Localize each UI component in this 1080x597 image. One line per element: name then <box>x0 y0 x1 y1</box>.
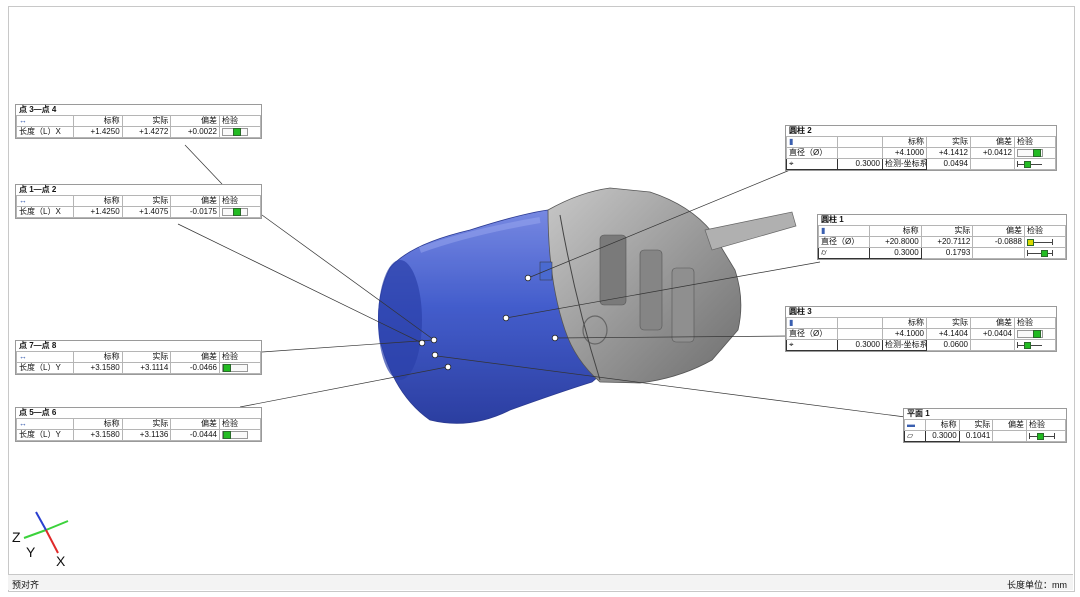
probe-point <box>444 363 452 371</box>
position-symbol: ⌖ <box>786 158 838 170</box>
probe-point <box>430 336 438 344</box>
probe-point <box>502 314 510 322</box>
tolerance-indicator <box>1017 160 1043 168</box>
table-row: 直径（Ø） +4.1000 +4.1404 +0.0404 <box>786 328 1056 340</box>
distance-icon: ↔ <box>19 352 27 362</box>
callout-cylinder-3[interactable]: 圆柱 3 ▮ 标称 实际 偏差 检验 直径（Ø） +4.1000 +4.1404… <box>785 306 1057 352</box>
status-alignment: 预对齐 <box>12 580 40 590</box>
callout-point5-point6[interactable]: 点 5—点 6 ↔ 标称 实际 偏差 检验 长度（L）Y +3.1580 +3.… <box>15 407 262 442</box>
check-indicator <box>1017 148 1043 157</box>
callout-title: 点 7—点 8 <box>19 341 57 350</box>
probe-point <box>551 334 559 342</box>
cylindricity-symbol: ⌭ <box>818 247 870 259</box>
check-indicator <box>222 363 248 372</box>
table-row: 直径（Ø） +20.8000 +20.7112 -0.0888 <box>818 236 1066 248</box>
probe-point <box>418 339 426 347</box>
callout-title: 点 5—点 6 <box>19 408 57 417</box>
distance-icon: ↔ <box>19 196 27 206</box>
probe-point <box>524 274 532 282</box>
callout-plane-1[interactable]: 平面 1 ▬ 标称 实际 偏差 检验 ⏥ 0.3000 0.1041 <box>903 408 1067 443</box>
callout-title: 点 1—点 2 <box>19 185 57 194</box>
part-model[interactable] <box>378 187 797 424</box>
cap-slot <box>599 234 627 306</box>
callout-point7-point8[interactable]: 点 7—点 8 ↔ 标称 实际 偏差 检验 长度（L）Y +3.1580 +3.… <box>15 340 262 375</box>
tolerance-indicator <box>1017 341 1043 349</box>
cap-edge <box>559 214 601 381</box>
position-symbol: ⌖ <box>786 339 838 351</box>
leader-lines <box>177 144 906 418</box>
callout-title: 点 3—点 4 <box>19 105 57 114</box>
cap-slot <box>639 249 663 331</box>
check-indicator <box>1017 329 1043 338</box>
probe-point <box>431 351 439 359</box>
tolerance-indicator <box>1027 249 1053 257</box>
callout-point3-point4[interactable]: 点 3—点 4 ↔ 标称 实际 偏差 检验 长度（L）X +1.4250 +1.… <box>15 104 262 139</box>
cap-tab <box>704 211 797 251</box>
cap-ring <box>582 315 608 345</box>
status-units: 长度单位：mm <box>1007 580 1067 590</box>
table-row: 长度（L）X +1.4250 +1.4272 +0.0022 <box>16 126 261 138</box>
table-row: ⏥ 0.3000 0.1041 <box>904 430 1066 442</box>
callout-cylinder-2[interactable]: 圆柱 2 ▮ 标称 实际 偏差 检验 直径（Ø） +4.1000 +4.1412… <box>785 125 1057 171</box>
cylinder-icon: ▮ <box>821 226 826 236</box>
table-row: 长度（L）Y +3.1580 +3.1136 -0.0444 <box>16 429 261 441</box>
table-row: ⌖ 0.3000 检测-坐标系 0.0600 <box>786 339 1056 351</box>
plane-icon: ▬ <box>907 420 915 430</box>
cylinder-icon: ▮ <box>789 318 794 328</box>
tolerance-indicator <box>1027 238 1053 246</box>
table-row: 长度（L）X +1.4250 +1.4075 -0.0175 <box>16 206 261 218</box>
check-indicator <box>222 430 248 439</box>
callout-cylinder-1[interactable]: 圆柱 1 ▮ 标称 实际 偏差 检验 直径（Ø） +20.8000 +20.71… <box>817 214 1067 260</box>
distance-icon: ↔ <box>19 419 27 429</box>
axis-x-label: X <box>56 553 66 569</box>
cap-slot <box>671 267 695 343</box>
flatness-symbol: ⏥ <box>904 430 926 442</box>
table-row: 长度（L）Y +3.1580 +3.1114 -0.0466 <box>16 362 261 374</box>
tolerance-indicator <box>1029 432 1055 440</box>
distance-icon: ↔ <box>19 116 27 126</box>
callout-title: 圆柱 2 <box>789 126 812 135</box>
callout-title: 圆柱 1 <box>821 215 844 224</box>
check-indicator <box>222 127 248 136</box>
axis-y-label: Y <box>26 544 36 560</box>
cylinder-icon: ▮ <box>789 137 794 147</box>
cap-window <box>539 261 553 281</box>
table-row: 直径（Ø） +4.1000 +4.1412 +0.0412 <box>786 147 1056 159</box>
callout-title: 平面 1 <box>907 409 930 418</box>
status-bar: 预对齐 长度单位：mm <box>8 574 1073 590</box>
callout-point1-point2[interactable]: 点 1—点 2 ↔ 标称 实际 偏差 检验 长度（L）X +1.4250 +1.… <box>15 184 262 219</box>
table-row: ⌖ 0.3000 检测-坐标系 0.0494 <box>786 158 1056 170</box>
table-row: ⌭ 0.3000 0.1793 <box>818 247 1066 259</box>
cylinder-end <box>378 260 422 380</box>
check-indicator <box>222 207 248 216</box>
axis-z-label: Z <box>12 529 21 545</box>
probe-points[interactable] <box>418 274 559 371</box>
callout-title: 圆柱 3 <box>789 307 812 316</box>
axis-triad: Z Y X <box>12 511 69 569</box>
cylinder-highlight <box>418 217 541 253</box>
